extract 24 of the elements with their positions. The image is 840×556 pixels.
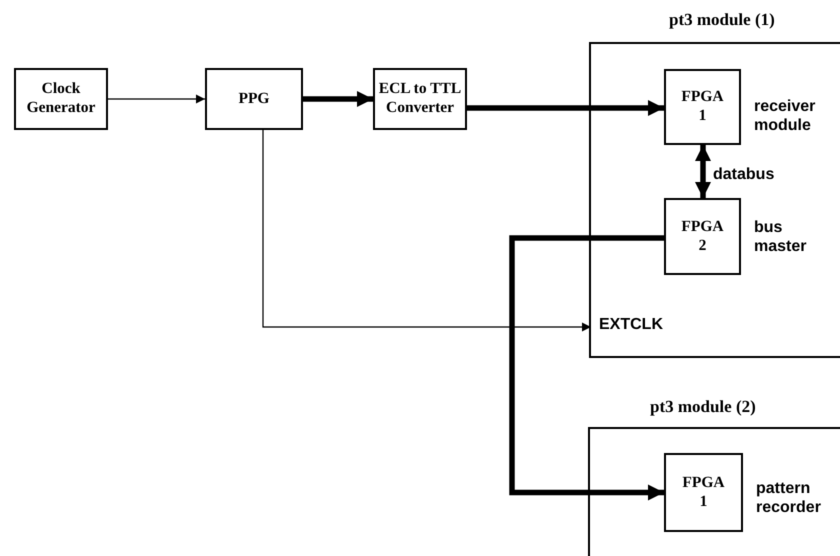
- node-caption: pattern recorder: [756, 479, 822, 518]
- signal-label: EXTCLK: [591, 316, 671, 338]
- arrow: [108, 94, 205, 104]
- process-box: [205, 68, 303, 130]
- process-box: [664, 453, 743, 532]
- process-box: [664, 198, 741, 275]
- arrow: [262, 130, 591, 332]
- box-label: ECL to TTL Converter: [378, 80, 462, 118]
- module-title: pt3 module (1): [669, 10, 775, 30]
- process-box: [664, 69, 741, 145]
- module-title: pt3 module (2): [650, 397, 756, 417]
- process-box: [14, 68, 108, 130]
- node-caption: bus master: [754, 218, 808, 256]
- node-caption: receiver module: [754, 97, 816, 136]
- arrow: [303, 91, 373, 107]
- arrow: [695, 145, 711, 198]
- process-box: [373, 68, 467, 130]
- box-label: FPGA 1: [681, 474, 726, 512]
- arrow: [509, 235, 664, 500]
- box-label: FPGA 1: [680, 88, 725, 126]
- box-label: Clock Generator: [26, 80, 96, 118]
- box-label: FPGA 2: [680, 218, 725, 256]
- box-label: PPG: [238, 90, 270, 108]
- arrow: [467, 100, 664, 116]
